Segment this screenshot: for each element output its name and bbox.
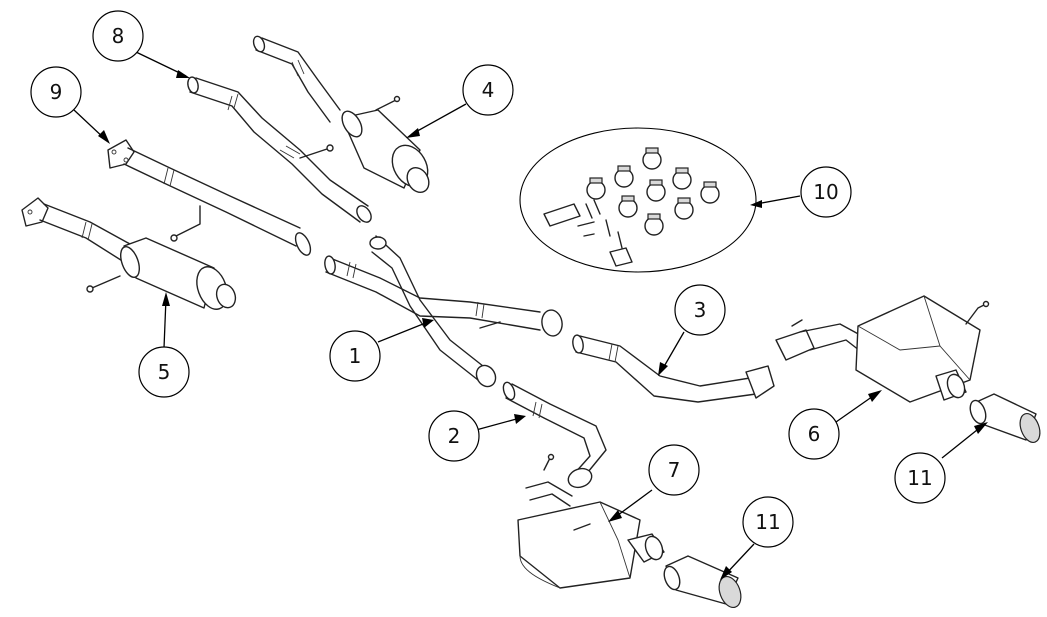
callout-7-label: 7 <box>668 458 681 482</box>
callout-3: 3 <box>674 284 726 336</box>
part-9-flanged-pipe <box>107 139 312 256</box>
callout-6: 6 <box>788 408 840 460</box>
callout-11-right: 11 <box>894 452 946 504</box>
callout-11-lower: 11 <box>742 496 794 548</box>
part-8-intermediate-pipe <box>187 76 372 223</box>
callout-10-label: 10 <box>813 180 838 204</box>
part-3-over-axle-pipe <box>572 334 775 403</box>
callout-5-label: 5 <box>158 360 171 384</box>
callout-7: 7 <box>648 444 700 496</box>
leader-lines <box>73 51 988 580</box>
callout-3-label: 3 <box>694 298 707 322</box>
callout-2: 2 <box>428 410 480 462</box>
callout-8-label: 8 <box>112 24 125 48</box>
callout-11-right-label: 11 <box>907 466 932 490</box>
hardware-kit-outline <box>519 127 757 273</box>
callout-1: 1 <box>329 330 381 382</box>
callout-5: 5 <box>138 346 190 398</box>
part-11-exhaust-tip-right <box>969 393 1041 444</box>
callout-4-label: 4 <box>482 78 495 102</box>
callout-9-label: 9 <box>50 80 63 104</box>
part-7-rear-muffler <box>517 453 665 589</box>
part-2-rear-pipe <box>502 381 607 489</box>
callout-4: 4 <box>462 64 514 116</box>
part-5-pipe-muffler <box>21 197 237 310</box>
callout-2-label: 2 <box>448 424 461 448</box>
callout-6-label: 6 <box>808 422 821 446</box>
part-1-x-pipe <box>324 235 563 388</box>
part-10-hardware-kit <box>519 127 757 273</box>
part-11-exhaust-tip-lower <box>663 555 742 609</box>
part-6-rear-muffler <box>775 295 990 403</box>
callout-11-lower-label: 11 <box>755 510 780 534</box>
callout-8: 8 <box>92 10 144 62</box>
callout-9: 9 <box>30 66 82 118</box>
callout-1-label: 1 <box>349 344 362 368</box>
callout-10: 10 <box>800 166 852 218</box>
part-4-pipe-muffler <box>252 35 430 194</box>
